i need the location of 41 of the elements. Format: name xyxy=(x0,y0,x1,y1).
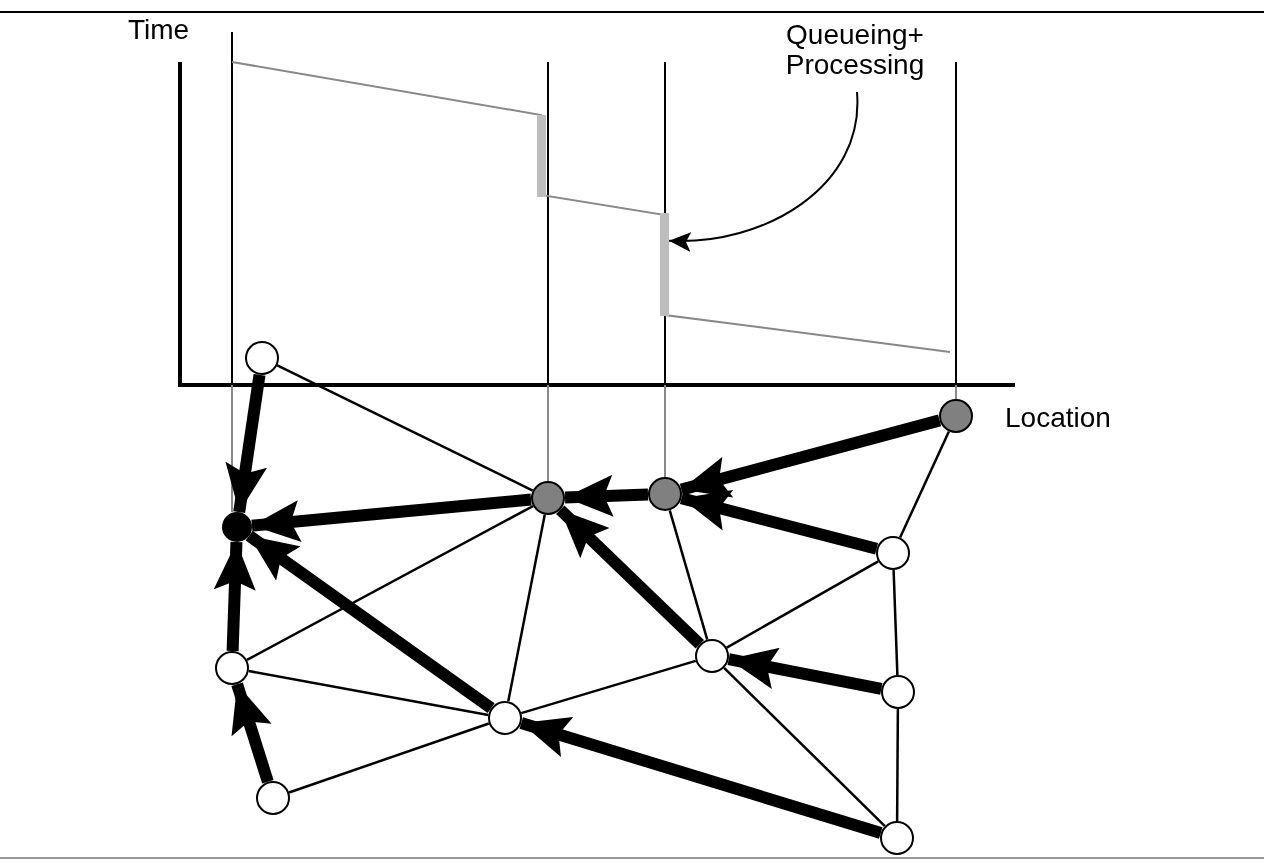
link-line xyxy=(668,510,709,640)
link-line xyxy=(248,669,489,717)
network-node xyxy=(881,675,915,709)
network-node xyxy=(939,399,973,433)
network-node xyxy=(695,639,729,673)
delay-bar xyxy=(660,213,669,316)
annotation-text: Queueing+ Processing xyxy=(740,20,970,80)
flow-arrow xyxy=(727,647,883,695)
flow-arrow xyxy=(231,682,274,784)
flow-arrow xyxy=(519,716,883,839)
link-line xyxy=(895,709,900,821)
link-line xyxy=(898,430,951,539)
leader-arrow xyxy=(668,91,858,251)
flow-arrow xyxy=(213,541,256,652)
flow-arrow xyxy=(679,414,942,498)
delay-bar xyxy=(537,115,546,197)
network-node xyxy=(222,512,252,542)
flow-arrow xyxy=(251,493,532,543)
network-node xyxy=(648,477,682,511)
flow-arrow xyxy=(564,474,649,517)
link-line xyxy=(246,504,534,662)
network-node xyxy=(245,341,279,375)
link-line xyxy=(288,722,490,794)
network-node xyxy=(876,536,910,570)
network-node xyxy=(880,821,914,855)
axis-label: Time xyxy=(128,14,190,46)
link-line xyxy=(892,569,899,676)
flow-arrow xyxy=(679,489,879,555)
link-line xyxy=(507,514,546,702)
flow-arrow xyxy=(245,530,495,714)
link-line xyxy=(726,560,879,649)
link-line xyxy=(723,667,886,827)
network-node xyxy=(488,701,522,735)
flow-arrow xyxy=(225,373,267,514)
flow-arrow xyxy=(556,505,704,649)
network-node xyxy=(531,481,565,515)
link-line xyxy=(520,659,697,715)
network-node xyxy=(215,651,249,685)
axis-label: Location xyxy=(1005,402,1111,434)
network-node xyxy=(256,781,290,815)
link-line xyxy=(276,364,534,492)
